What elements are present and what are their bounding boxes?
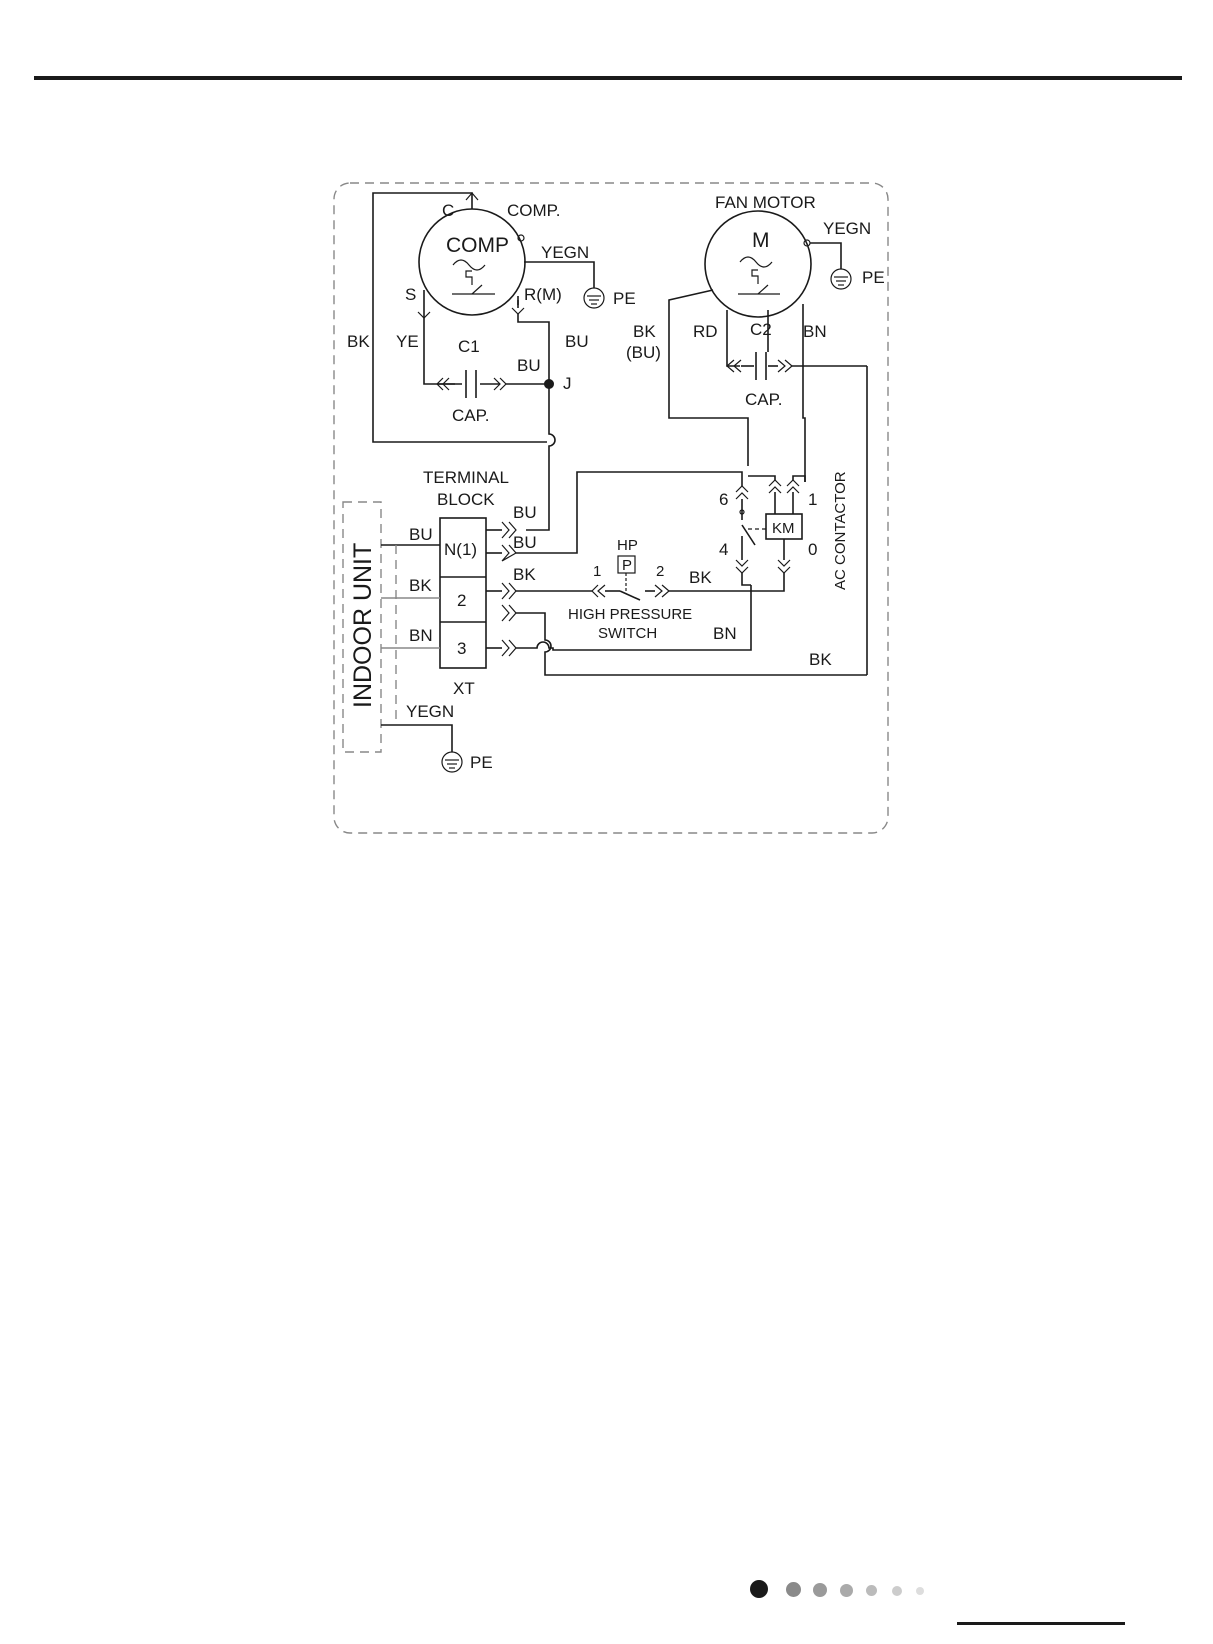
hps-label-2: SWITCH [598, 625, 657, 642]
bk-fan-label-2: (BU) [626, 343, 661, 362]
wire-fan-yegn [810, 243, 841, 269]
page-dot [813, 1583, 827, 1597]
compressor-symbol [419, 209, 525, 315]
bu-t2-label: BU [513, 533, 537, 552]
hp-2-label: 2 [656, 563, 664, 580]
contact-4-label: 4 [719, 540, 728, 559]
bu-in-label: BU [409, 525, 433, 544]
bk-left-label: BK [347, 332, 370, 351]
wire-fan-bk-bu [669, 290, 748, 466]
fan-motor-symbol [705, 211, 811, 317]
fan-ground-icon [831, 269, 851, 289]
fan-pe-label: PE [862, 268, 885, 287]
km-1-label: 1 [808, 490, 817, 509]
page-dot [840, 1584, 853, 1597]
ye-label: YE [396, 332, 419, 351]
cap2-label: CAP. [745, 390, 783, 409]
km-label: KM [772, 520, 795, 537]
bk-hp-label: BK [689, 568, 712, 587]
hps-label-1: HIGH PRESSURE [568, 606, 692, 623]
page-dot [892, 1586, 902, 1596]
bu-mid-label: BU [517, 356, 541, 375]
wire-yegn-bottom [381, 725, 452, 752]
hp-label: HP [617, 537, 638, 554]
rd-label: RD [693, 322, 718, 341]
page-dot [786, 1582, 801, 1597]
km-0-label: 0 [808, 540, 817, 559]
bk-in-label: BK [409, 576, 432, 595]
comp-name: COMP [446, 234, 509, 257]
ac-contactor-label: AC CONTACTOR [832, 471, 849, 590]
bn-in-label: BN [409, 626, 433, 645]
bottom-rule [957, 1622, 1125, 1625]
xt-label: XT [453, 679, 475, 698]
comp-yegn-label: YEGN [541, 243, 589, 262]
j-label: J [563, 374, 572, 393]
wire-fan-rd [727, 310, 740, 366]
diagram-border [334, 183, 888, 833]
page-dot [750, 1580, 768, 1598]
bu-right-label: BU [565, 332, 589, 351]
indoor-unit-label: INDOOR UNIT [349, 543, 377, 708]
page-dot [866, 1585, 877, 1596]
bu-t1-label: BU [513, 503, 537, 522]
terminal-block-label-1: TERMINAL [423, 468, 509, 487]
wire-comp-c-bk [373, 193, 547, 442]
comp-title: COMP. [507, 201, 561, 220]
comp-s-label: S [405, 285, 416, 304]
comp-pe-label: PE [613, 289, 636, 308]
terminal-2: 2 [457, 591, 466, 610]
c1-label: C1 [458, 337, 480, 356]
high-pressure-switch [592, 556, 751, 600]
comp-rm-label: R(M) [524, 285, 562, 304]
fan-m-label: M [752, 229, 770, 252]
contact-6-label: 6 [719, 490, 728, 509]
comp-ground-icon [584, 288, 604, 308]
bk-t-label: BK [513, 565, 536, 584]
bn-fan-label: BN [803, 322, 827, 341]
comp-c-label: C [442, 201, 454, 220]
fan-yegn-label: YEGN [823, 219, 871, 238]
hp-1-label: 1 [593, 563, 601, 580]
page-dot [916, 1587, 924, 1595]
bk-fan-label-1: BK [633, 322, 656, 341]
cap1-label: CAP. [452, 406, 490, 425]
terminal-block-label-2: BLOCK [437, 490, 495, 509]
fan-title: FAN MOTOR [715, 193, 816, 212]
yegn-bottom-label: YEGN [406, 702, 454, 721]
ac-contactor [736, 476, 805, 591]
bn-bottom-label: BN [713, 624, 737, 643]
bk-bottom-label: BK [809, 650, 832, 669]
p-label: P [622, 557, 632, 574]
terminal-3: 3 [457, 639, 466, 658]
terminal-n1: N(1) [444, 540, 477, 559]
pe-bottom-label: PE [470, 753, 493, 772]
bottom-ground-icon [442, 752, 462, 772]
